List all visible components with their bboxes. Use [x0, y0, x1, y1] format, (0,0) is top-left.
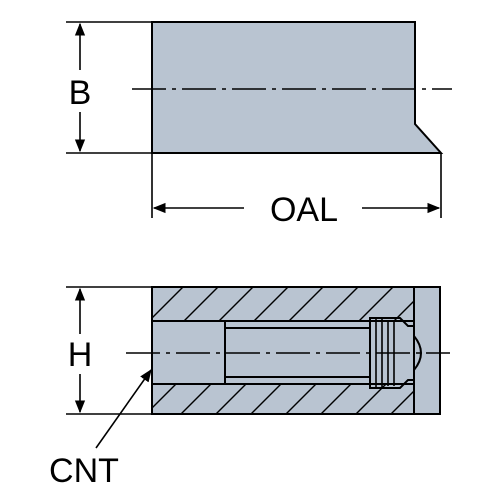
body-outline-section	[151, 286, 441, 415]
cnt-label: CNT	[49, 452, 119, 490]
hatch-lower-wall	[152, 384, 414, 414]
dimension-label-b: B	[69, 74, 92, 112]
body-side-view	[151, 21, 444, 154]
dimension-label-h: H	[68, 336, 93, 374]
dimension-label-oal: OAL	[270, 191, 338, 229]
side-view: B OAL	[66, 21, 452, 229]
cnt-leader-line	[95, 368, 152, 449]
section-view: H CNT	[49, 286, 450, 490]
hatch-upper-wall	[152, 287, 414, 321]
